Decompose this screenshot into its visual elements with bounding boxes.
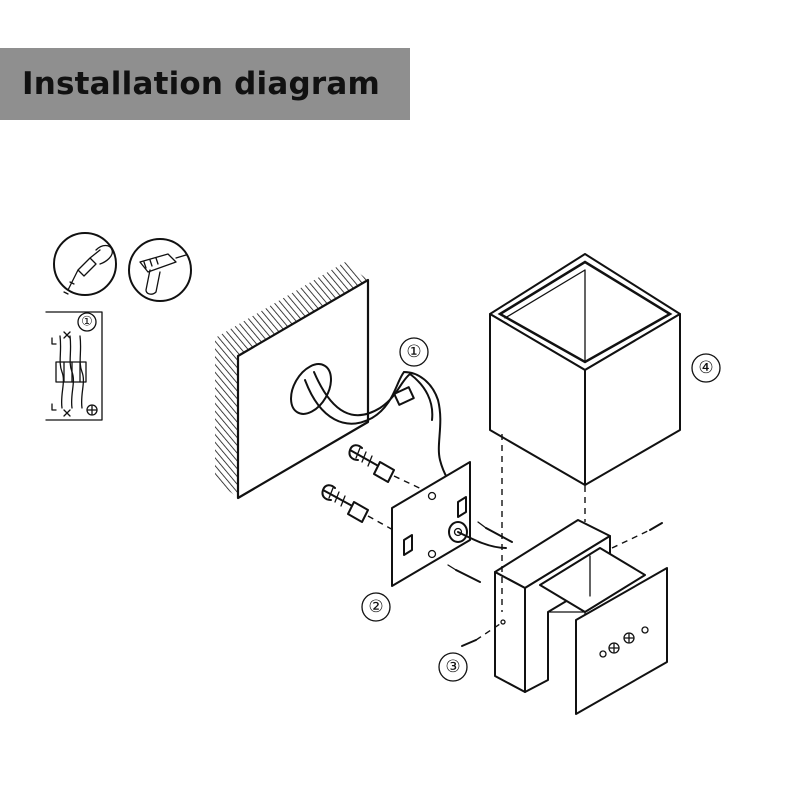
callout-2: ②: [361, 592, 391, 622]
title-banner: Installation diagram: [0, 48, 410, 120]
wiring-connector-icon: [45, 311, 103, 421]
callout-3: ③: [438, 652, 468, 682]
callout-1-inset: [77, 312, 97, 332]
grub-screw-left: [461, 639, 477, 647]
wire-stripper-icon: [53, 232, 117, 296]
callout-1: ①: [399, 337, 429, 367]
wall-plug-upper: [348, 444, 395, 483]
page-title: Installation diagram: [22, 66, 381, 102]
callout-3-label: ③: [445, 657, 460, 677]
callout-1-label: ①: [406, 342, 421, 362]
grub-screw-right: [649, 522, 663, 531]
electric-drill-icon: [128, 238, 192, 302]
callout-4-label: ④: [698, 358, 713, 378]
callout-4: ④: [691, 353, 721, 383]
callout-2-label: ②: [368, 597, 383, 617]
wall: [215, 262, 370, 500]
mounting-plate: [391, 461, 507, 587]
wall-plug-lower: [321, 484, 369, 523]
screw-lower: [447, 564, 481, 583]
lamp-body: [494, 519, 668, 715]
lamp-shade: [489, 253, 681, 486]
screw-upper: [477, 521, 513, 543]
callout-1-inset-label: ①: [81, 315, 93, 330]
